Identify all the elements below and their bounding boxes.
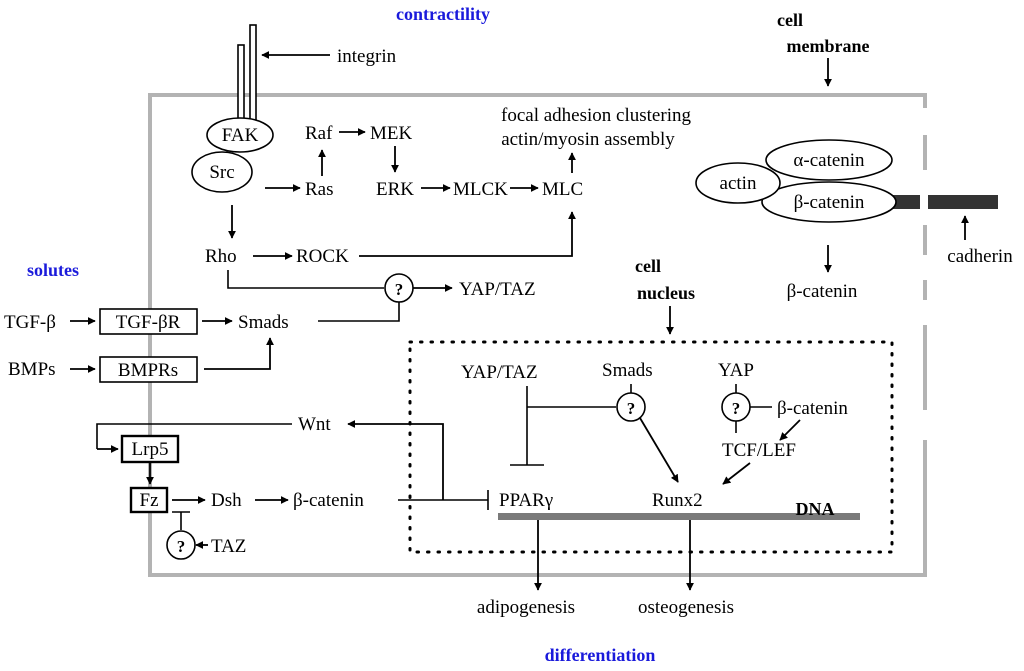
- actin-label: actin: [720, 173, 757, 194]
- fak-label: FAK: [222, 125, 259, 146]
- rock-label: ROCK: [296, 246, 349, 267]
- cell-membrane-label-line2: membrane: [787, 36, 870, 56]
- question-nucleus-smads-label: ?: [627, 399, 636, 418]
- yap-taz-nucleus-label: YAP/TAZ: [461, 362, 538, 383]
- nucleus-boundary: [408, 340, 894, 554]
- src-node: [191, 151, 253, 193]
- smads-to-question-line: [318, 302, 400, 322]
- mlc-label: MLC: [542, 179, 583, 200]
- question-upper-label: ?: [395, 280, 404, 299]
- mlck-label: MLCK: [453, 179, 508, 200]
- question-node-taz: [166, 530, 196, 560]
- bcatenin-to-wnt-arrow: [347, 420, 444, 500]
- ppar-label: PPARγ: [499, 490, 553, 511]
- dna-label: DNA: [796, 499, 835, 519]
- osteogenesis-label: osteogenesis: [638, 597, 734, 618]
- actin-myosin-label: actin/myosin assembly: [501, 129, 675, 150]
- fz-box: [129, 486, 169, 514]
- mek-label: MEK: [370, 123, 413, 144]
- smads-left-label: Smads: [238, 312, 289, 333]
- yap-nucleus-label: YAP: [718, 360, 754, 381]
- taz-label: TAZ: [211, 536, 246, 557]
- ras-label: Ras: [305, 179, 334, 200]
- differentiation-header: differentiation: [545, 645, 656, 665]
- cadherin-bar: [890, 195, 998, 209]
- actin-node: [695, 162, 781, 204]
- bcatenin-to-tcf-arrow: [779, 419, 801, 441]
- tgfbr-box: [99, 308, 198, 335]
- tgfbr-label: TGF-βR: [116, 312, 181, 333]
- smads-nucleus-label: Smads: [602, 360, 653, 381]
- focal-adhesion-label: focal adhesion clustering: [501, 105, 691, 126]
- cadherin-label: cadherin: [947, 246, 1013, 267]
- tgfb-label: TGF-β: [4, 312, 56, 333]
- fak-node: [206, 117, 274, 153]
- yap-taz-top-label: YAP/TAZ: [459, 279, 536, 300]
- cell-nucleus-label-line1: cell: [635, 256, 661, 276]
- alpha-catenin-node: [765, 139, 893, 181]
- wnt-to-lrp5-line: [96, 423, 292, 449]
- beta-catenin-free-label: β-catenin: [787, 281, 858, 302]
- contractility-header: contractility: [396, 4, 490, 24]
- erk-label: ERK: [376, 179, 414, 200]
- adipogenesis-label: adipogenesis: [477, 597, 575, 618]
- beta-catenin-complex-node: [761, 181, 897, 223]
- lrp5-box: [120, 434, 180, 464]
- rock-to-mlc-arrow: [359, 211, 576, 257]
- wnt-label: Wnt: [298, 414, 331, 435]
- beta-catenin-left-label: β-catenin: [293, 490, 364, 511]
- smads-to-runx2-arrow: [639, 417, 679, 483]
- bmprs-box: [99, 356, 198, 383]
- solutes-header: solutes: [27, 260, 79, 280]
- cadherin-gap: [920, 194, 928, 210]
- bmprs-label: BMPRs: [118, 360, 178, 381]
- dna-bar: [498, 513, 860, 520]
- question-taz-label: ?: [177, 537, 186, 556]
- alpha-catenin-label: α-catenin: [793, 150, 865, 171]
- integrin-label: integrin: [337, 46, 397, 67]
- bmprs-to-smads-arrow: [204, 337, 274, 370]
- raf-label: Raf: [305, 123, 333, 144]
- bmps-label: BMPs: [8, 359, 56, 380]
- cell-membrane-outline: [148, 93, 927, 577]
- cell-membrane-label-line1: cell: [777, 10, 803, 30]
- question-nucleus-yap-label: ?: [732, 399, 741, 418]
- tcf-to-runx2-arrow: [722, 462, 751, 485]
- rho-label: Rho: [205, 246, 237, 267]
- fz-label: Fz: [140, 490, 159, 511]
- integrin-receptor: [237, 24, 257, 124]
- cell-nucleus-label-line2: nucleus: [637, 283, 695, 303]
- question-node-nucleus-smads: [616, 392, 646, 422]
- src-label: Src: [209, 162, 234, 183]
- dsh-label: Dsh: [211, 490, 242, 511]
- lrp5-label: Lrp5: [132, 439, 169, 460]
- tcf-lef-label: TCF/LEF: [722, 440, 796, 461]
- beta-catenin-complex-label: β-catenin: [794, 192, 865, 213]
- runx2-label: Runx2: [652, 490, 703, 511]
- beta-catenin-nucleus-label: β-catenin: [777, 398, 848, 419]
- rho-to-question-line: [227, 270, 384, 289]
